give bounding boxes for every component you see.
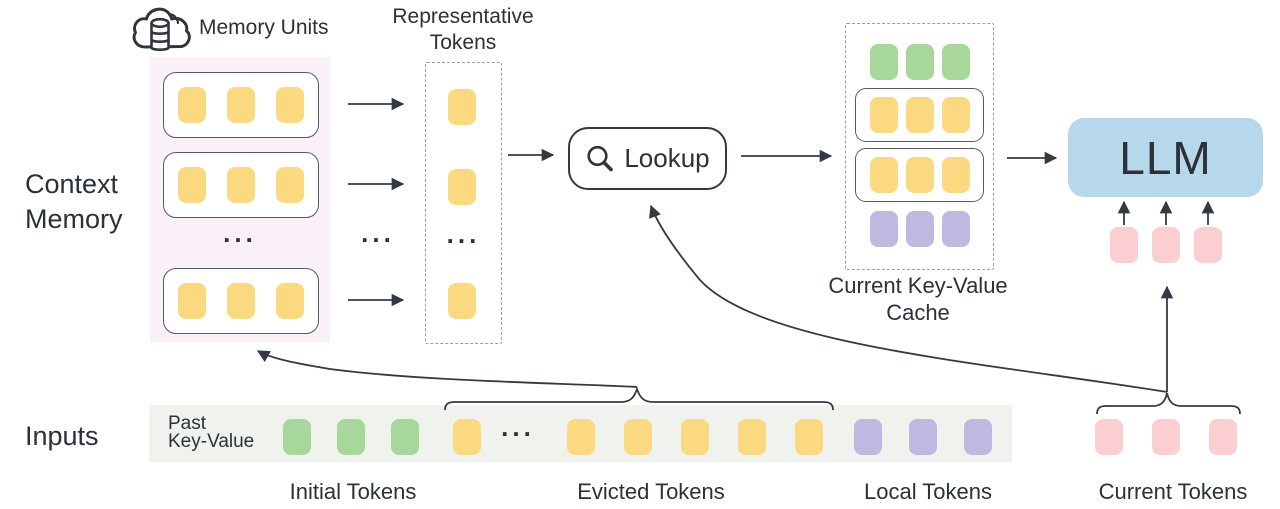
representative-title-line2: Tokens	[429, 31, 497, 54]
local-tokens-group	[854, 419, 992, 455]
representative-ellipsis: ...	[446, 219, 481, 249]
cache-label-line1: Current Key-Value	[828, 273, 1008, 298]
purple-token	[905, 211, 934, 247]
representative-token	[448, 89, 476, 130]
representative-token	[448, 169, 476, 210]
purple-token	[854, 419, 882, 455]
purple-token	[869, 211, 898, 247]
purple-token	[941, 211, 970, 247]
arrow-evicted-tokens-to-memory	[256, 350, 638, 388]
magnifier-icon	[587, 145, 614, 171]
yellow-token	[448, 283, 476, 319]
green-token	[905, 44, 934, 80]
pink-token	[1152, 419, 1180, 455]
past-label-line1: Past	[168, 413, 207, 434]
representative-tokens-box: ...	[425, 62, 502, 344]
yellow-token	[227, 167, 255, 203]
green-token	[283, 419, 311, 455]
yellow-token	[276, 283, 304, 319]
yellow-token	[227, 283, 255, 319]
yellow-token	[624, 419, 652, 455]
yellow-token	[905, 157, 934, 193]
yellow-token	[178, 283, 206, 319]
initial-tokens-group	[283, 419, 419, 455]
evicted-tokens-group	[567, 419, 823, 455]
yellow-token	[276, 167, 304, 203]
yellow-token	[448, 169, 476, 205]
pink-token	[1095, 419, 1123, 455]
yellow-token	[869, 157, 898, 193]
current-kv-cache-box	[845, 23, 994, 270]
yellow-token	[227, 87, 255, 123]
yellow-token	[567, 419, 595, 455]
inputs-label: Inputs	[25, 421, 99, 451]
lookup-button: Lookup	[568, 127, 727, 190]
cloud-database-icon	[132, 7, 191, 51]
purple-token	[909, 419, 937, 455]
yellow-token	[178, 167, 206, 203]
cache-row-memory-unit	[855, 148, 984, 202]
strip-ellipsis: ...	[501, 412, 535, 442]
current-tokens-label: Current Tokens	[1098, 479, 1248, 504]
evicted-tokens-label: Evicted Tokens	[577, 479, 725, 504]
current-tokens-brace	[1096, 392, 1241, 415]
memory-unit-row	[163, 268, 319, 334]
local-tokens-label: Local Tokens	[863, 479, 992, 504]
context-memory-line1: Context	[25, 169, 119, 199]
pink-token	[1194, 227, 1222, 263]
green-token	[869, 44, 898, 80]
pink-token	[1209, 419, 1237, 455]
context-memory-line2: Memory	[25, 204, 123, 234]
llm-input-tokens	[1110, 227, 1222, 263]
yellow-token	[941, 157, 970, 193]
cache-row-memory-unit	[855, 88, 984, 142]
pink-token	[1152, 227, 1180, 263]
evicted-token-first	[453, 419, 481, 455]
representative-tokens-title: Representative Tokens	[382, 4, 544, 56]
representative-token	[448, 283, 476, 324]
cache-row-local	[846, 211, 993, 247]
yellow-token	[276, 87, 304, 123]
yellow-token	[869, 97, 898, 133]
memory-unit-row	[163, 72, 319, 138]
initial-tokens-label: Initial Tokens	[289, 479, 417, 504]
lookup-label: Lookup	[624, 143, 710, 173]
current-kv-cache-label: Current Key-Value Cache	[810, 272, 1026, 326]
yellow-token	[681, 419, 709, 455]
yellow-token	[453, 419, 481, 455]
memory-ellipsis: ...	[223, 218, 257, 248]
cache-label-line2: Cache	[886, 300, 950, 325]
llm-box: LLM	[1068, 118, 1263, 197]
current-tokens-group	[1095, 419, 1237, 455]
past-key-value-label: Past Key-Value	[168, 413, 255, 452]
yellow-token	[448, 89, 476, 125]
yellow-token	[905, 97, 934, 133]
past-label-line2: Key-Value	[168, 431, 255, 452]
memory-units-label: Memory Units	[199, 16, 329, 39]
yellow-token	[738, 419, 766, 455]
green-token	[941, 44, 970, 80]
pink-token	[1110, 227, 1138, 263]
cache-row-initial	[846, 44, 993, 80]
llm-label: LLM	[1119, 131, 1212, 184]
context-memory-label: Context Memory	[25, 167, 123, 237]
arrows-ellipsis: ...	[361, 218, 395, 248]
memory-unit-row	[163, 152, 319, 218]
green-token	[391, 419, 419, 455]
yellow-token	[178, 87, 206, 123]
green-token	[337, 419, 365, 455]
representative-title-line1: Representative	[392, 5, 534, 28]
yellow-token	[941, 97, 970, 133]
yellow-token	[795, 419, 823, 455]
purple-token	[964, 419, 992, 455]
